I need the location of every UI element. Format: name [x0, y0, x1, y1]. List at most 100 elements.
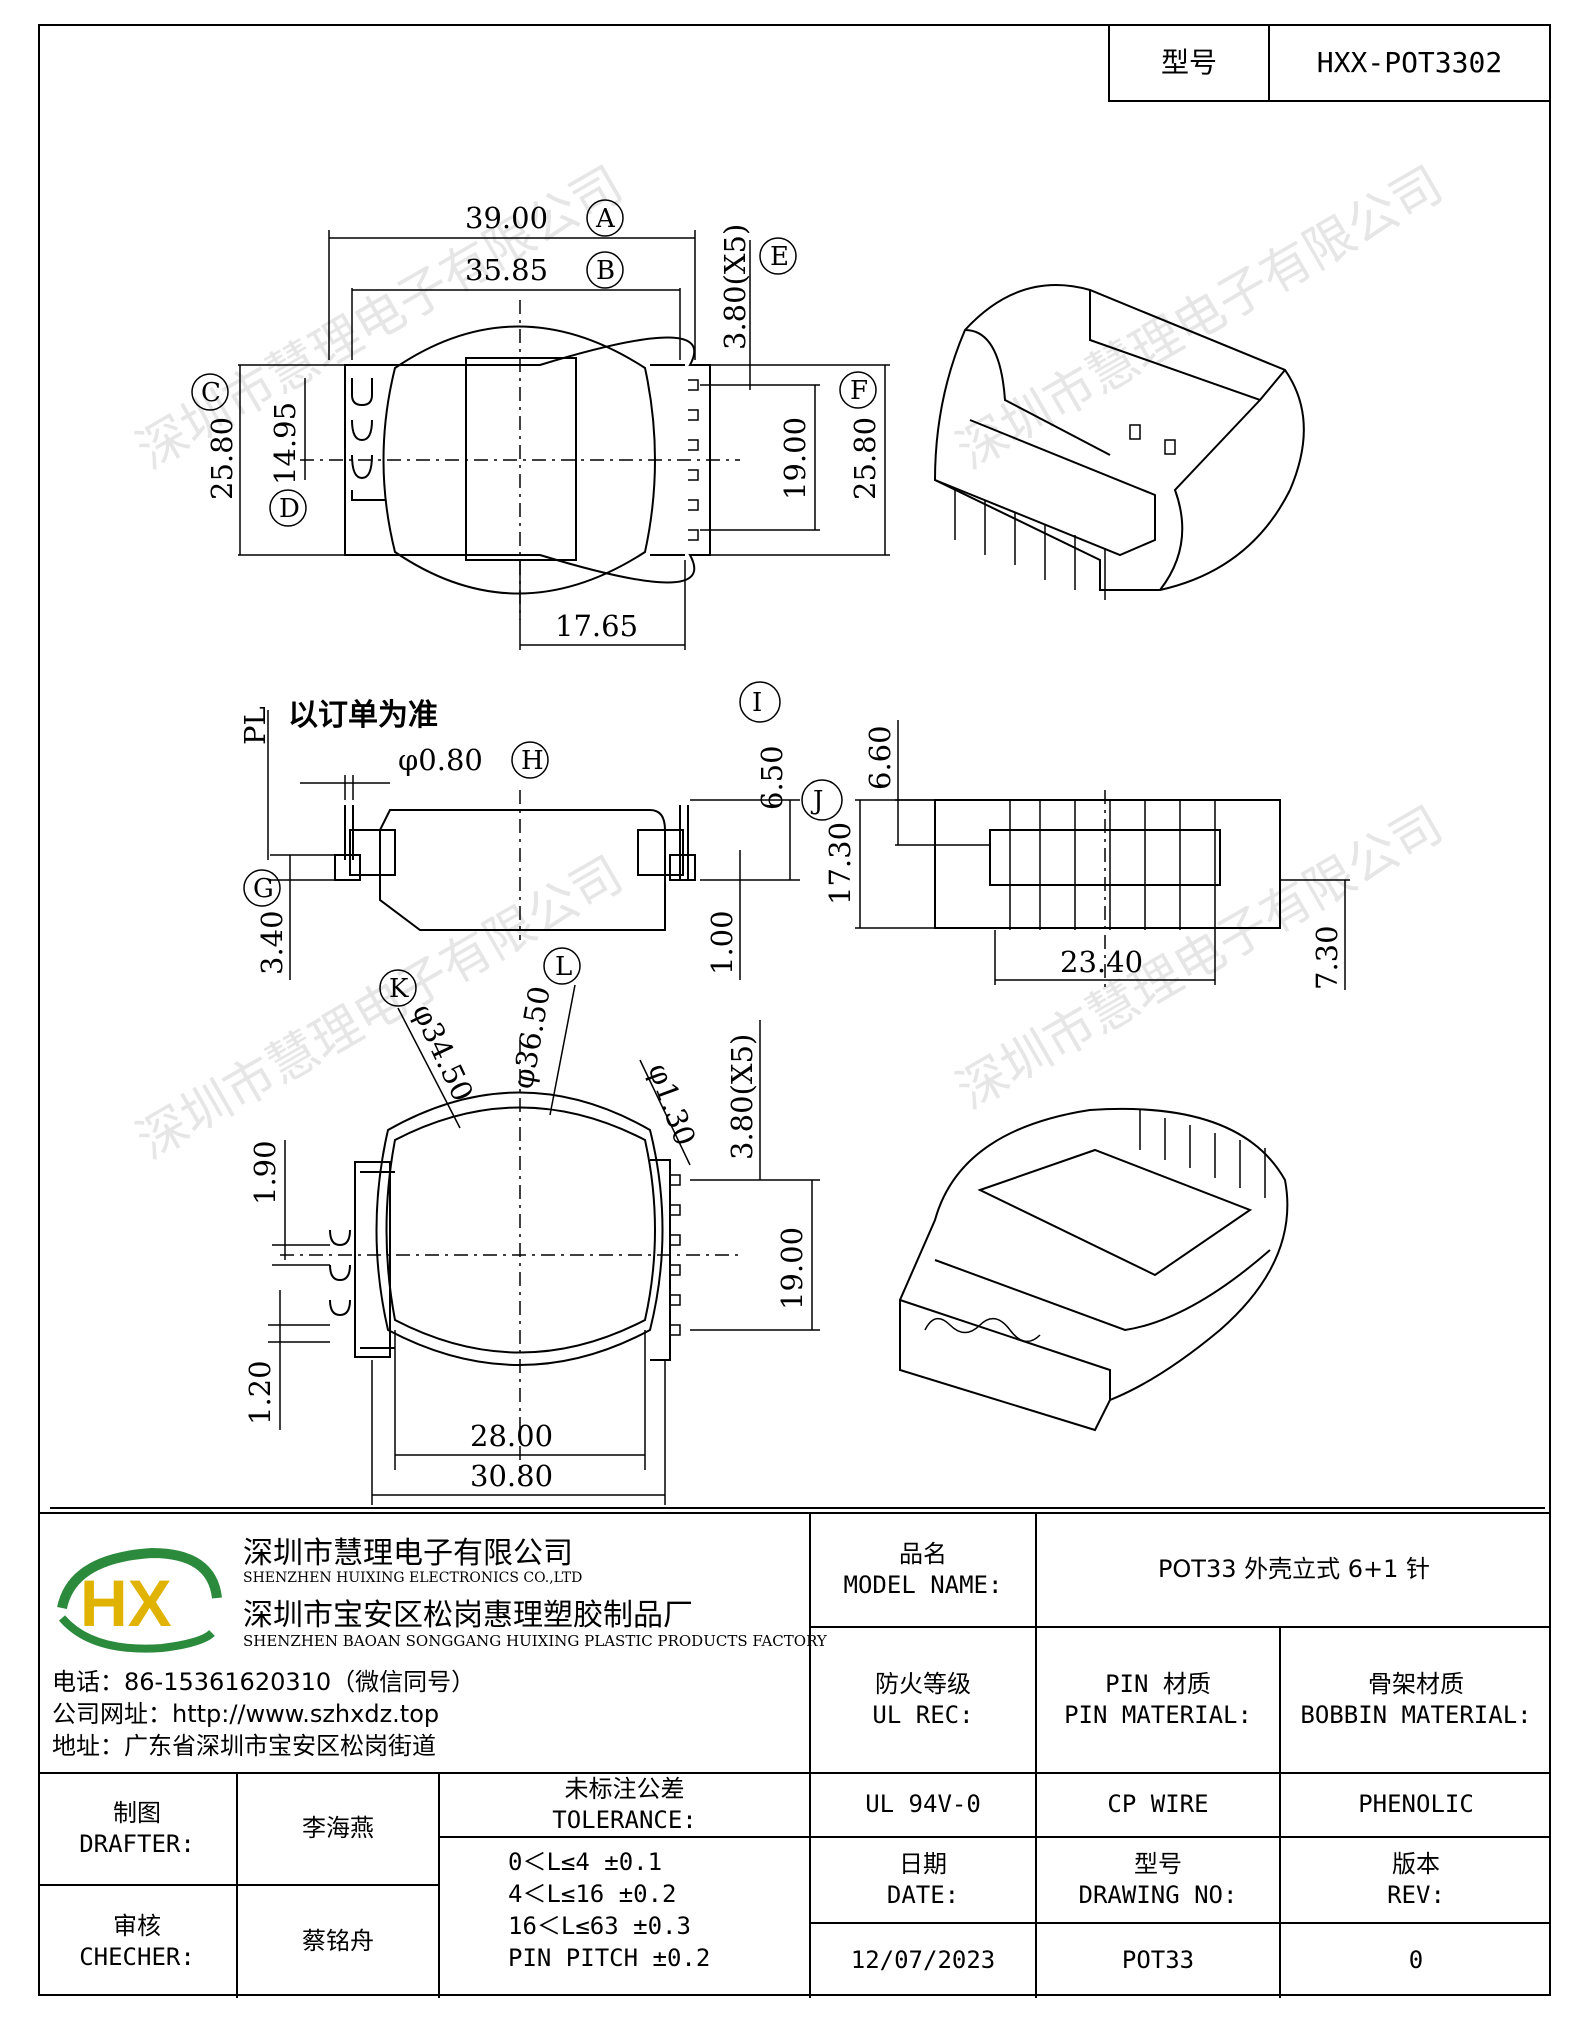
dim-120-label: 1.20: [243, 1360, 277, 1425]
watermark-1: 深圳市慧理电子有限公司: [127, 155, 632, 480]
rev-label-cn: 版本: [1392, 1849, 1440, 1878]
drafter-name: 李海燕: [302, 1814, 374, 1843]
dim-730-label: 7.30: [1310, 925, 1344, 990]
date-label: 日期 DATE:: [811, 1838, 1035, 1922]
watermark-4: 深圳市慧理电子有限公司: [947, 795, 1452, 1120]
dim-190-label: 1.90: [248, 1140, 282, 1205]
company-address: 地址：广东省深圳市宝安区松岗街道: [52, 1732, 436, 1760]
ul-value: UL 94V-0: [865, 1790, 981, 1819]
dim-j-tag: J: [810, 786, 823, 816]
bobbin-value: PHENOLIC: [1358, 1790, 1474, 1819]
tol-label-en: TOLERANCE:: [552, 1806, 697, 1834]
ul-label-en: UL REC:: [872, 1701, 974, 1729]
dim-l-tag: L: [555, 952, 572, 982]
company-website: 公司网址：http://www.szhxdz.top: [52, 1700, 440, 1728]
dim-k-tag: K: [389, 974, 409, 1004]
title-block: HX 深圳市慧理电子有限公司 SHENZHEN HUIXING ELECTRON…: [38, 1512, 1551, 1998]
dim-380-label: 3.80(X5): [725, 1034, 759, 1160]
watermark-2: 深圳市慧理电子有限公司: [947, 155, 1452, 480]
tolerance-line: 16＜L≤63 ±0.3: [508, 1912, 691, 1940]
bottom-view: K φ34.50 L φ36.50 φ1.30 3.80(X5) 19.00 1…: [243, 947, 820, 1505]
bobbin-material-label: 骨架材质 BOBBIN MATERIAL:: [1281, 1628, 1551, 1772]
drawno-label-en: DRAWING NO:: [1078, 1881, 1238, 1909]
factory-name-cn: 深圳市宝安区松岗惠理塑胶制品厂: [243, 1598, 693, 1633]
dim-h-label: φ0.80: [398, 743, 483, 777]
drawno-label-cn: 型号: [1134, 1849, 1182, 1878]
dim-1900-label: 19.00: [775, 1227, 809, 1310]
front-view: 6.60 J 17.30 23.40 7.30: [801, 720, 1350, 990]
company-phone: 电话：86-15361620310（微信同号）: [52, 1668, 476, 1696]
dim-f-label: 25.80: [848, 417, 882, 500]
dim-g-label: 3.40: [255, 910, 289, 975]
factory-name-en: SHENZHEN BAOAN SONGGANG HUIXING PLASTIC …: [243, 1632, 827, 1650]
ul-label-cn: 防火等级: [875, 1669, 971, 1698]
dim-a-label: 39.00: [465, 201, 548, 235]
dim-f-tag: F: [850, 376, 868, 406]
checker-name: 蔡铭舟: [302, 1927, 374, 1956]
dim-j-label: 17.30: [823, 822, 857, 905]
ul-label: 防火等级 UL REC:: [811, 1628, 1035, 1772]
pin-label-en: PIN MATERIAL:: [1064, 1701, 1252, 1729]
drawing-no-label: 型号 DRAWING NO:: [1037, 1838, 1279, 1922]
dim-a-tag: A: [595, 204, 616, 234]
iso-view-bottom: [899, 1107, 1289, 1432]
model-label: 品名 MODEL NAME:: [811, 1514, 1035, 1626]
technical-drawing: 深圳市慧理电子有限公司 深圳市慧理电子有限公司 深圳市慧理电子有限公司 深圳市慧…: [50, 155, 1545, 1509]
rev-label: 版本 REV:: [1281, 1838, 1551, 1922]
pin-value: CP WIRE: [1107, 1790, 1209, 1819]
drafter-label-en: DRAFTER:: [79, 1830, 195, 1858]
iso-view-top: [933, 284, 1305, 600]
dim-19-label: 19.00: [778, 417, 812, 500]
company-name-cn: 深圳市慧理电子有限公司: [243, 1536, 573, 1571]
checker-label-cn: 审核: [113, 1911, 161, 1940]
side-note: 以订单为准: [288, 698, 438, 733]
rev-label-en: REV:: [1387, 1881, 1445, 1909]
model-label-en: MODEL NAME:: [843, 1571, 1003, 1599]
watermark-group: 深圳市慧理电子有限公司 深圳市慧理电子有限公司 深圳市慧理电子有限公司 深圳市慧…: [127, 155, 1452, 1170]
tolerance-list: 0＜L≤4 ±0.1 4＜L≤16 ±0.2 16＜L≤63 ±0.3 PIN …: [508, 1846, 710, 1974]
dim-3080-label: 30.80: [470, 1459, 553, 1493]
dim-c-label: 25.80: [205, 417, 239, 500]
checker-label-en: CHECHER:: [79, 1943, 195, 1971]
dim-2800-label: 28.00: [470, 1419, 553, 1453]
date-label-cn: 日期: [899, 1849, 947, 1878]
tolerance-line: PIN PITCH ±0.2: [508, 1944, 711, 1972]
dim-b-tag: B: [596, 256, 615, 286]
dim-b-label: 35.85: [465, 253, 548, 287]
type-value: HXX-POT3302: [1316, 45, 1503, 79]
dim-k-label: φ34.50: [406, 999, 480, 1107]
dim-d-tag: D: [279, 494, 300, 524]
bobbin-label-cn: 骨架材质: [1368, 1669, 1464, 1698]
bobbin-label-en: BOBBIN MATERIAL:: [1300, 1701, 1532, 1729]
dim-h-tag: H: [521, 746, 544, 776]
drafter-label-cn: 制图: [113, 1798, 161, 1827]
dim-l-label: φ36.50: [505, 984, 556, 1092]
company-logo: HX: [52, 1538, 222, 1658]
side-view: 以订单为准 PL φ0.80 H I 6.50 G 3.40 1.: [238, 681, 800, 980]
drawing-frame: [38, 24, 1551, 1996]
dim-1765-label: 17.65: [555, 609, 638, 643]
logo-text: HX: [80, 1566, 172, 1640]
dim-i-tag: I: [752, 688, 762, 718]
top-view: 39.00 A 35.85 B 3.80(X5) E 25.80 C 14.95…: [191, 199, 890, 650]
dim-660-label: 6.60: [863, 725, 897, 790]
tol-label-cn: 未标注公差: [564, 1774, 685, 1803]
model-value: POT33 外壳立式 6+1 针: [1157, 1555, 1431, 1584]
dim-d-label: 14.95: [268, 402, 302, 485]
drafter-label: 制图 DRAFTER:: [38, 1774, 236, 1884]
drawing-no-value: POT33: [1121, 1946, 1195, 1975]
tolerance-line: 4＜L≤16 ±0.2: [508, 1880, 677, 1908]
checker-label: 审核 CHECHER:: [38, 1886, 236, 1998]
dim-100-label: 1.00: [705, 910, 739, 975]
dim-c-tag: C: [201, 378, 221, 408]
tolerance-label: 未标注公差 TOLERANCE:: [440, 1774, 809, 1836]
pl-label: PL: [238, 706, 272, 745]
pin-label-cn: PIN 材质: [1105, 1669, 1211, 1698]
dim-g-tag: G: [253, 874, 274, 904]
dim-e-tag: E: [770, 242, 789, 272]
type-box: 型号 HXX-POT3302: [1108, 24, 1551, 102]
model-label-cn: 品名: [899, 1539, 947, 1568]
pin-material-label: PIN 材质 PIN MATERIAL:: [1037, 1628, 1279, 1772]
dim-2340-label: 23.40: [1060, 945, 1143, 979]
type-label: 型号: [1110, 26, 1270, 100]
